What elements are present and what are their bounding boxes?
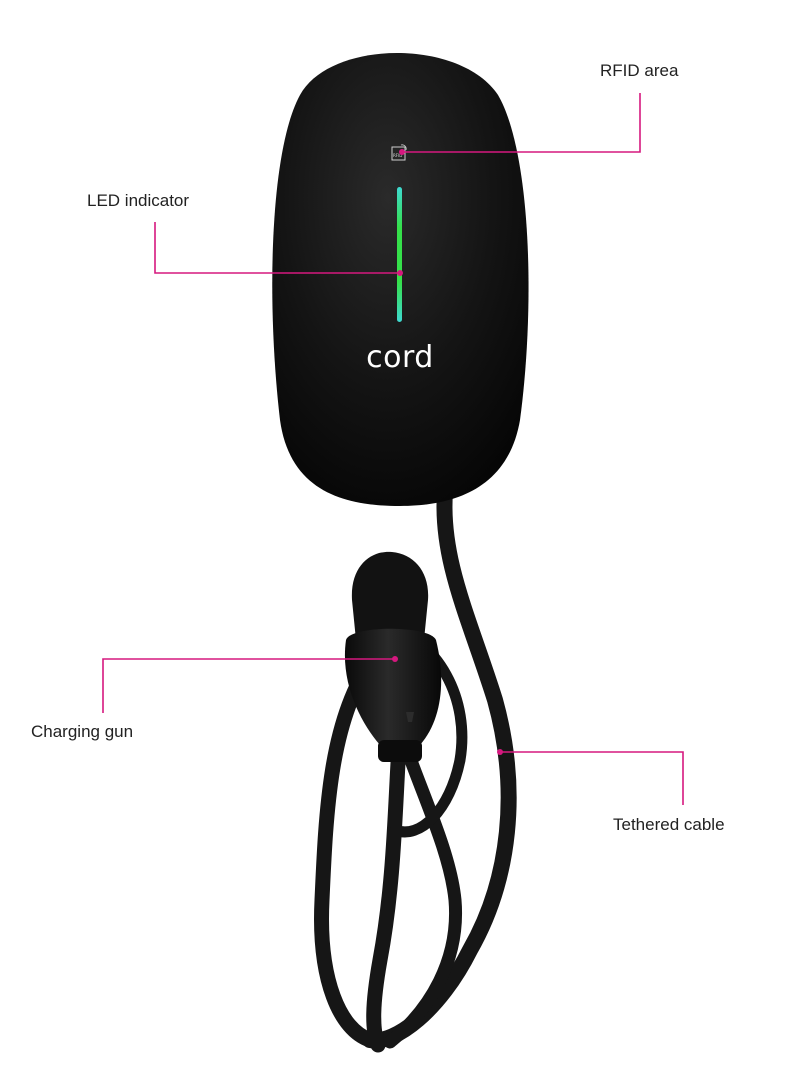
tethered-cable xyxy=(314,484,517,1053)
rfid-icon: RFID xyxy=(391,144,407,161)
rfid-icon-text: RFID xyxy=(393,153,402,158)
callout-dot-cable xyxy=(497,749,503,755)
callout-label-gun: Charging gun xyxy=(31,722,134,741)
callout-line-gun xyxy=(102,658,395,713)
brand-logo: cord xyxy=(366,340,434,375)
callout-dot-gun xyxy=(392,656,398,662)
led-indicator xyxy=(397,187,402,322)
callout-line-led xyxy=(154,222,400,274)
callout-label-led: LED indicator xyxy=(87,191,190,210)
callout-dot-led xyxy=(397,270,403,276)
callout-dot-rfid xyxy=(399,149,405,155)
callout-line-rfid xyxy=(402,93,641,153)
charging-gun xyxy=(344,551,442,762)
callout-dots xyxy=(392,149,503,755)
callout-label-rfid: RFID area xyxy=(600,61,679,80)
callout-lines xyxy=(102,93,684,805)
callout-line-cable xyxy=(500,751,684,805)
callout-label-cable: Tethered cable xyxy=(613,815,725,834)
